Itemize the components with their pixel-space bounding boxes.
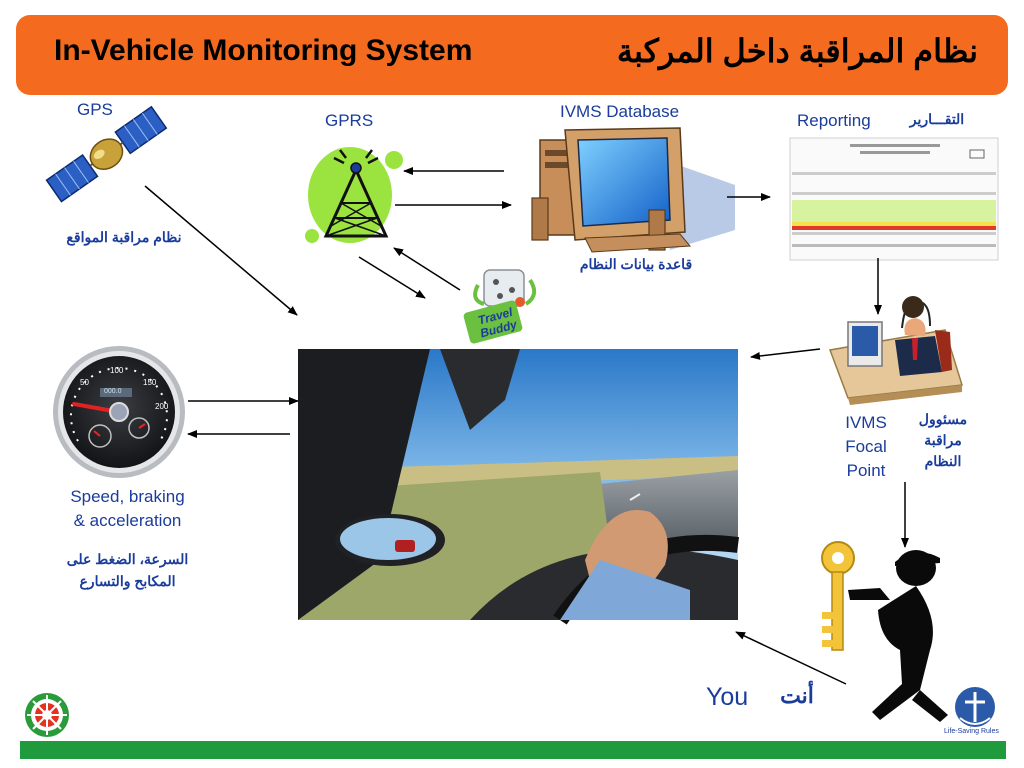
- title-banner: [16, 15, 1008, 95]
- gauge-label-ar-line1: السرعة، الضغط على: [66, 551, 189, 567]
- title-arabic: نظام المراقبة داخل المركبة: [616, 33, 978, 69]
- gprs-label: GPRS: [325, 111, 374, 130]
- focal-point-ar-line3: النظام: [924, 453, 962, 469]
- database-label: IVMS Database: [560, 102, 680, 121]
- arrow-you-to-vehicle: [735, 631, 847, 685]
- focal-point-line2: Focal: [845, 437, 887, 456]
- gauge-label-ar-line2: المكابح والتسارع: [79, 573, 176, 589]
- report-document-icon: [789, 137, 999, 261]
- database-computer-icon: [531, 127, 735, 253]
- gprs-tower-icon: [305, 147, 403, 243]
- focal-point-line3: Point: [846, 461, 886, 480]
- arrow-gprs-to-device: [358, 256, 426, 299]
- gauge-tick-label: 100: [110, 366, 124, 375]
- gauge-tick-label: 50: [80, 378, 89, 387]
- gauge-label: Speed, braking & acceleration: [50, 485, 205, 533]
- focal-point-line1: IVMS: [845, 413, 887, 432]
- focal-point-ar-line2: مراقبة: [924, 432, 962, 448]
- life-saving-rules-logo: [955, 687, 995, 727]
- footer-bar: [20, 741, 1006, 759]
- gauge-tick-label: 200: [155, 402, 169, 411]
- gauge-readout: 000.0: [104, 388, 122, 395]
- gps-label: GPS: [77, 100, 113, 119]
- travel-buddy-device-icon: [463, 269, 537, 344]
- gauge-label-line2: & acceleration: [73, 511, 182, 530]
- database-label-arabic: قاعدة بيانات النظام: [579, 256, 693, 272]
- reporting-label-arabic: التقـــارير: [909, 111, 965, 127]
- company-logo: [25, 693, 69, 737]
- focal-point-ar-line1: مسئوول: [918, 411, 968, 427]
- vehicle-driver-photo: [298, 349, 740, 625]
- focal-point-label-arabic: مسئوول مراقبة النظام: [905, 409, 981, 472]
- gauge-tick-label: 150: [143, 378, 157, 387]
- life-saving-rules-text: Life-Saving Rules: [944, 728, 999, 735]
- arrow-gps-to-vehicle: [144, 185, 298, 316]
- gauge-label-arabic: السرعة، الضغط على المكابح والتسارع: [45, 548, 210, 592]
- arrow-device-to-gprs: [393, 247, 461, 291]
- person-with-key-icon: [821, 541, 948, 722]
- gauge-label-line1: Speed, braking: [70, 487, 185, 506]
- arrow-focal-to-vehicle: [750, 348, 821, 360]
- speedometer-gauge-icon: [53, 346, 185, 478]
- title-english: In-Vehicle Monitoring System: [54, 34, 473, 67]
- you-label-arabic: أنت: [780, 683, 814, 708]
- gps-label-arabic: نظام مراقبة المواقع: [66, 229, 182, 245]
- focal-point-label: IVMS Focal Point: [830, 411, 902, 483]
- focal-point-person-icon: [828, 296, 963, 405]
- gps-satellite-icon: [45, 105, 168, 203]
- reporting-label: Reporting: [797, 111, 871, 130]
- you-label: You: [706, 683, 749, 711]
